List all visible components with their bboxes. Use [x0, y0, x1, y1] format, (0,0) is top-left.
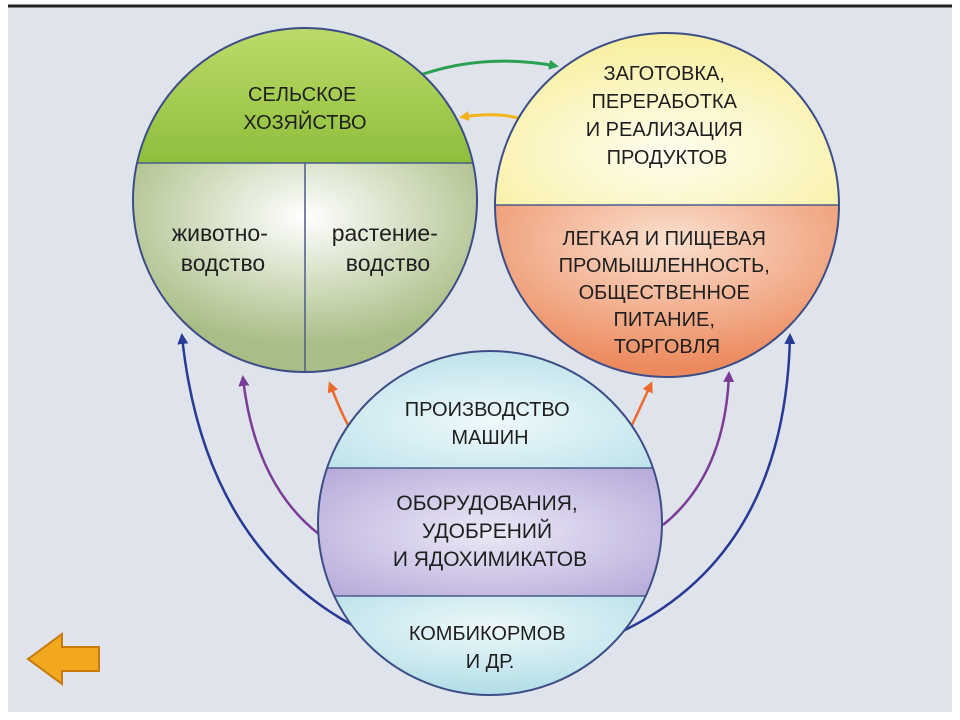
equipment-segment: [318, 468, 662, 596]
agriculture-title: СЕЛЬСКОЕ ХОЗЯЙСТВО: [243, 84, 366, 134]
agriculture-circle: СЕЛЬСКОЕ ХОЗЯЙСТВО животно- водство раст…: [132, 27, 478, 373]
livestock-label: животно- водство: [172, 220, 275, 276]
feed-label: КОМБИКОРМОВ И ДР.: [409, 623, 571, 673]
arrow-agriculture-to-processing: [411, 59, 559, 80]
arrow-feed-to-agriculture: [177, 333, 379, 640]
crop-growing-label: растение- водство: [332, 220, 445, 276]
agriculture-title-line-2: ХОЗЯЙСТВО: [243, 110, 366, 134]
arrow-machines-to-agriculture: [327, 381, 350, 426]
machines-label: ПРОИЗВОДСТВО МАШИН: [405, 399, 575, 449]
left-arrow-icon[interactable]: [26, 632, 100, 686]
industry-label: ЛЕГКАЯ И ПИЩЕВАЯ ПРОМЫШЛЕННОСТЬ, ОБЩЕСТВ…: [559, 228, 776, 358]
procurement-label: ЗАГОТОВКА, ПЕРЕРАБОТКА И РЕАЛИЗАЦИЯ ПРОД…: [586, 63, 749, 169]
arrow-equipment-to-agriculture: [238, 375, 321, 536]
arrow-feed-to-processing: [611, 333, 796, 638]
agriculture-title-line-1: СЕЛЬСКОЕ: [248, 84, 356, 106]
arrow-machines-to-processing: [630, 381, 653, 426]
arrow-processing-to-agriculture: [459, 111, 519, 121]
arrow-equipment-to-processing: [662, 371, 735, 526]
equipment-label: ОБОРУДОВАНИЯ, УДОБРЕНИЙ И ЯДОХИМИКАТОВ: [393, 492, 587, 571]
back-button[interactable]: [26, 632, 100, 686]
